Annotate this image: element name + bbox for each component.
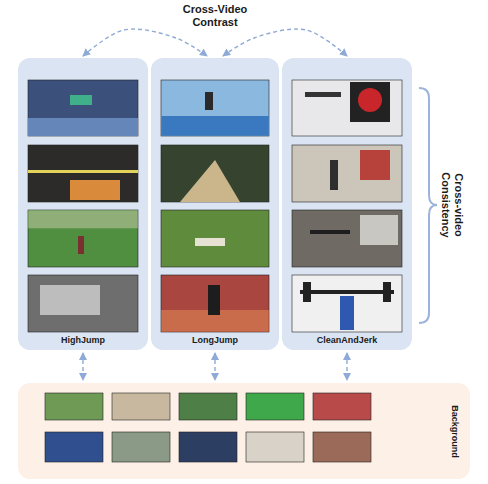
heading-label: Cross-Video Contrast — [175, 3, 255, 29]
video-thumbnail — [28, 145, 138, 202]
brace-bracket — [419, 88, 437, 323]
video-panel: CleanAndJerk — [282, 58, 412, 350]
bracket-label: Cross-video Consistency — [439, 166, 465, 244]
video-thumbnail — [45, 393, 371, 462]
background-panel: Background — [18, 383, 470, 479]
panel-label: Background — [448, 405, 459, 458]
video-thumbnail — [28, 210, 138, 267]
video-thumbnail — [28, 80, 138, 136]
contrast-arrow — [83, 29, 207, 56]
video-panel: HighJump — [18, 58, 148, 350]
contrast-arrow — [82, 353, 83, 380]
video-thumbnail — [292, 145, 402, 202]
panel-label: HighJump — [61, 335, 105, 346]
video-thumbnail — [292, 210, 402, 267]
video-thumbnail — [161, 275, 269, 332]
video-thumbnail — [28, 275, 138, 332]
contrast-arrow — [346, 353, 347, 380]
video-thumbnail — [292, 275, 402, 332]
video-thumbnail — [161, 210, 269, 267]
panel-label: CleanAndJerk — [317, 335, 378, 346]
contrast-arrow — [223, 29, 347, 56]
video-thumbnail — [161, 145, 269, 202]
video-panel: LongJump — [151, 58, 279, 350]
panel-label: LongJump — [192, 335, 238, 346]
video-thumbnail — [292, 80, 402, 136]
video-thumbnail — [161, 80, 269, 136]
contrast-arrow — [214, 353, 215, 380]
